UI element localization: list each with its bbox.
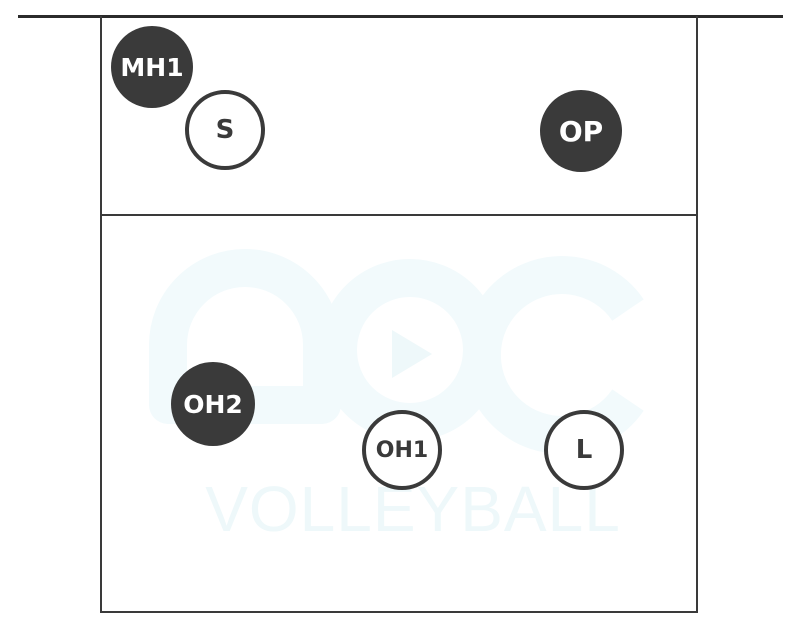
attack-line bbox=[100, 214, 698, 216]
court-boundary bbox=[100, 16, 698, 613]
player-oh1: OH1 bbox=[362, 410, 442, 490]
player-s: S bbox=[185, 90, 265, 170]
net-line bbox=[18, 15, 783, 18]
player-l: L bbox=[544, 410, 624, 490]
player-op: OP bbox=[540, 90, 622, 172]
player-oh2: OH2 bbox=[171, 362, 255, 446]
player-mh1: MH1 bbox=[111, 26, 193, 108]
